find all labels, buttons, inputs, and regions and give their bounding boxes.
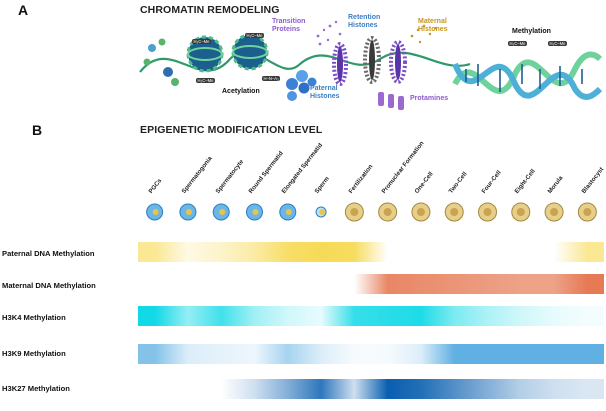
- stage-label: Morula: [546, 174, 565, 195]
- stage-label: PGCs: [147, 177, 164, 195]
- row-label-paternal-dna-methylation: Paternal DNA Methylation: [2, 249, 95, 258]
- stage-cell-icon: [511, 202, 531, 222]
- methyl-tag: H₃C–Me: [548, 41, 567, 47]
- methylation-track-paternal-dna: [138, 242, 604, 262]
- stage-label: Two-Cell: [447, 170, 469, 195]
- stage-cell-icon: [378, 202, 398, 222]
- row-label-h3k9-methylation: H3K9 Methylation: [2, 349, 66, 358]
- double-helix: [452, 51, 603, 100]
- stage-label: Eight-Cell: [513, 167, 537, 195]
- paternal-histones-label: Paternal Histones: [310, 85, 340, 100]
- stage-cell-icon: [179, 203, 197, 221]
- stage-label: Sperm: [313, 175, 332, 195]
- stage-cell-icon: [444, 202, 464, 222]
- maternal-histones-label: Maternal Histones: [418, 18, 448, 33]
- stage-cell-icon: [344, 202, 364, 222]
- stage-cell-icon: [478, 202, 497, 222]
- paternal-histone-cluster: [286, 70, 317, 101]
- panel-b-title: EPIGENETIC MODIFICATION LEVEL: [140, 124, 323, 136]
- retention-histone-coil-2: [363, 36, 381, 84]
- stage-label: One-Cell: [413, 170, 435, 195]
- stage-label: Round Spermatid: [247, 150, 285, 195]
- retention-histone-coil-1: [332, 42, 348, 86]
- methylation-label: Methylation: [512, 28, 551, 35]
- transition-protein-dots: [316, 20, 342, 46]
- maternal-histone-dots: [410, 24, 438, 44]
- retention-histone-coil-3: [389, 40, 407, 84]
- row-label-h3k27-methylation: H3K27 Methylation: [2, 384, 70, 393]
- nucleosome-large-2: [231, 33, 269, 71]
- stage-label: Spermatogonia: [180, 155, 214, 195]
- panel-b-letter: B: [32, 122, 43, 138]
- stage-cell-icon: [411, 202, 431, 222]
- methyl-tag: H₃C–Me: [196, 78, 215, 84]
- stage-label: Spermatocyte: [214, 158, 245, 195]
- small-nucleosome-cluster: [143, 38, 179, 86]
- stage-cell-icon: [212, 203, 230, 221]
- protamines-label: Protamines: [410, 95, 449, 102]
- row-label-maternal-dna-methylation: Maternal DNA Methylation: [2, 281, 96, 290]
- stage-label: Blastocyst: [580, 166, 605, 195]
- row-label-h3k4-methylation: H3K4 Methylation: [2, 313, 66, 322]
- stage-cell-icon: [577, 202, 597, 222]
- stage-label: Fertilization: [347, 163, 375, 195]
- methyl-tag: H–N–A₂: [262, 76, 281, 82]
- transition-proteins-label: Transition Proteins: [272, 18, 306, 33]
- retention-histones-label: Retention Histones: [348, 14, 381, 29]
- nucleosome-large-1: [186, 35, 224, 73]
- methyl-tag: H₃C–Me: [508, 41, 527, 47]
- methyl-tag: H₃C–Me: [245, 33, 264, 39]
- stage-cell-icon: [279, 203, 297, 221]
- stage-label: Four-Cell: [480, 169, 503, 195]
- stage-cell-icon: [246, 203, 263, 221]
- protamine-segments: [378, 92, 404, 110]
- stage-cell-icon: [315, 206, 327, 218]
- methylation-track-maternal-dna: [138, 274, 604, 294]
- methylation-track-h3k4: [138, 306, 604, 326]
- chromatin-remodeling-illustration: [139, 20, 603, 110]
- methylation-track-h3k9: [138, 344, 604, 364]
- panel-a-title: CHROMATIN REMODELING: [140, 4, 280, 16]
- stage-cell-icon: [146, 203, 164, 221]
- methylation-track-h3k27: [138, 379, 604, 399]
- panel-a-letter: A: [18, 2, 29, 18]
- acetylation-label: Acetylation: [222, 88, 260, 95]
- methyl-tag: H₃C–Me: [192, 39, 211, 45]
- stage-cell-icons: [146, 202, 597, 222]
- stage-cell-icon: [544, 202, 564, 222]
